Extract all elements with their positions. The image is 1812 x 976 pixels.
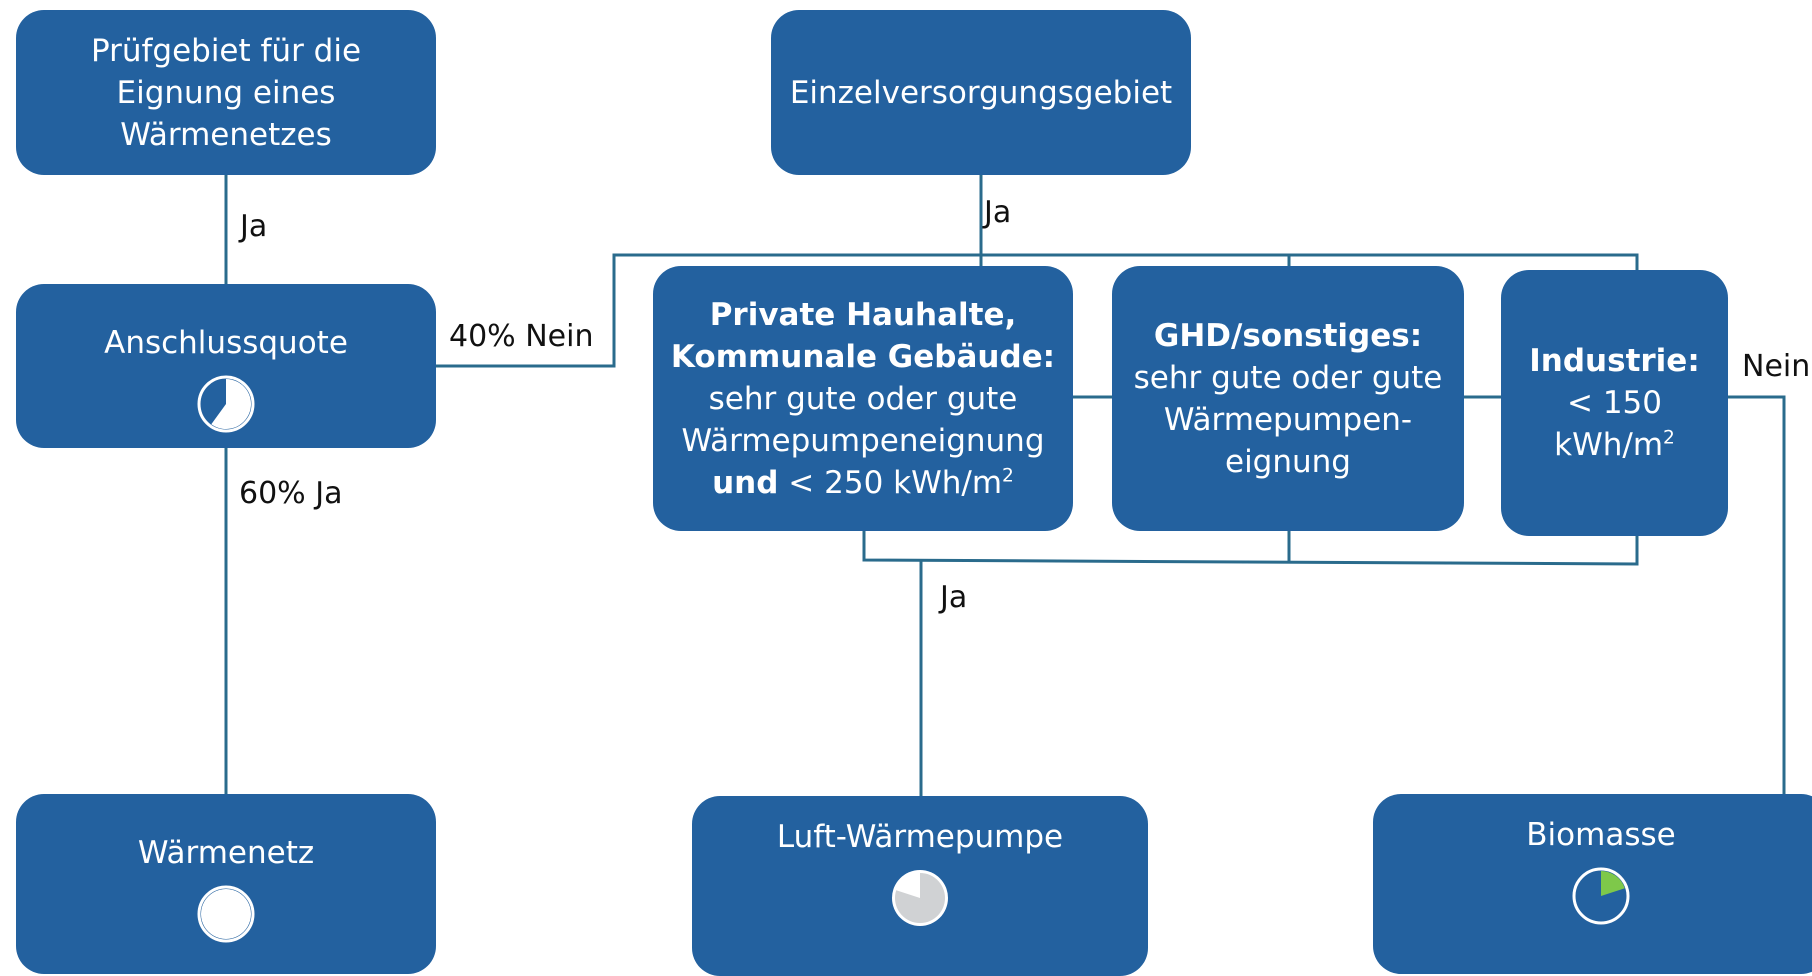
waermenetz-box: Wärmenetz bbox=[16, 794, 436, 974]
edge-label-ja-top: Ja bbox=[984, 195, 1012, 230]
waermenetz-pie-icon bbox=[197, 885, 255, 943]
edge-label-nein-right: Nein bbox=[1742, 349, 1811, 384]
edge-label-40-nein: 40% Nein bbox=[449, 319, 594, 354]
pruefgebiet-box: Prüfgebiet für die Eignung eines Wärmene… bbox=[16, 10, 436, 175]
luft-waermepumpe-label: Luft-Wärmepumpe bbox=[776, 819, 1064, 855]
einzelversorgungsgebiet-label: Einzelversorgungsgebiet bbox=[789, 74, 1173, 111]
biomasse-label: Biomasse bbox=[1526, 817, 1676, 853]
waermenetz-label: Wärmenetz bbox=[137, 835, 315, 871]
edge-label-ja-left: Ja bbox=[240, 209, 268, 244]
private-haushalte-box: Private Hauhalte, Kommunale Gebäude: seh… bbox=[653, 266, 1073, 531]
edge-label-ja-middle: Ja bbox=[940, 580, 968, 615]
private-line-3: sehr gute oder gute bbox=[708, 380, 1018, 417]
connector-lines bbox=[224, 175, 1786, 796]
industrie-box: Industrie: < 150 kWh/m2 bbox=[1501, 270, 1728, 536]
edge-label-60-ja: 60% Ja bbox=[239, 476, 343, 511]
ghd-line-3: Wärmepumpen- bbox=[1163, 401, 1413, 438]
industrie-line-2: < 150 bbox=[1567, 385, 1662, 421]
anschlussquote-pie-fill bbox=[211, 379, 251, 429]
anschlussquote-box: Anschlussquote bbox=[16, 284, 436, 448]
industrie-title: Industrie: bbox=[1529, 343, 1700, 379]
biomasse-pie-icon bbox=[1572, 867, 1630, 925]
luft-waermepumpe-pie-icon bbox=[892, 870, 948, 926]
private-title-line-1: Private Hauhalte, bbox=[709, 296, 1017, 333]
private-line-4: Wärmepumpeneignung bbox=[681, 422, 1045, 459]
private-limit-sup: 2 bbox=[1002, 465, 1014, 487]
private-und: und bbox=[712, 464, 779, 501]
industrie-unit-sup: 2 bbox=[1663, 427, 1675, 449]
pruefgebiet-line-2: Eignung eines bbox=[116, 74, 336, 111]
private-limit: < 250 kWh/m bbox=[788, 464, 1003, 501]
ghd-title: GHD/sonstiges: bbox=[1153, 317, 1423, 354]
luft-waermepumpe-box: Luft-Wärmepumpe bbox=[692, 796, 1148, 976]
ghd-line-4: eignung bbox=[1225, 443, 1351, 480]
industrie-unit: kWh/m bbox=[1554, 427, 1664, 463]
luft-waermepumpe-pie-fill bbox=[894, 873, 945, 923]
pruefgebiet-line-3: Wärmenetzes bbox=[120, 116, 332, 153]
ghd-sonstiges-box: GHD/sonstiges: sehr gute oder gute Wärme… bbox=[1112, 266, 1464, 531]
biomasse-box: Biomasse bbox=[1373, 794, 1812, 974]
pruefgebiet-line-1: Prüfgebiet für die bbox=[90, 32, 362, 69]
industrie-line-3: kWh/m2 bbox=[1554, 424, 1675, 466]
ghd-line-2: sehr gute oder gute bbox=[1133, 359, 1443, 396]
einzelversorgungsgebiet-box: Einzelversorgungsgebiet bbox=[771, 10, 1191, 175]
anschlussquote-pie-icon bbox=[197, 375, 255, 433]
biomasse-pie-fill bbox=[1601, 871, 1625, 896]
anschlussquote-label: Anschlussquote bbox=[104, 325, 348, 361]
waermenetz-pie-fill bbox=[200, 889, 251, 939]
private-title-line-2: Kommunale Gebäude: bbox=[670, 338, 1056, 375]
private-line-5: und < 250 kWh/m2 bbox=[712, 462, 1014, 504]
